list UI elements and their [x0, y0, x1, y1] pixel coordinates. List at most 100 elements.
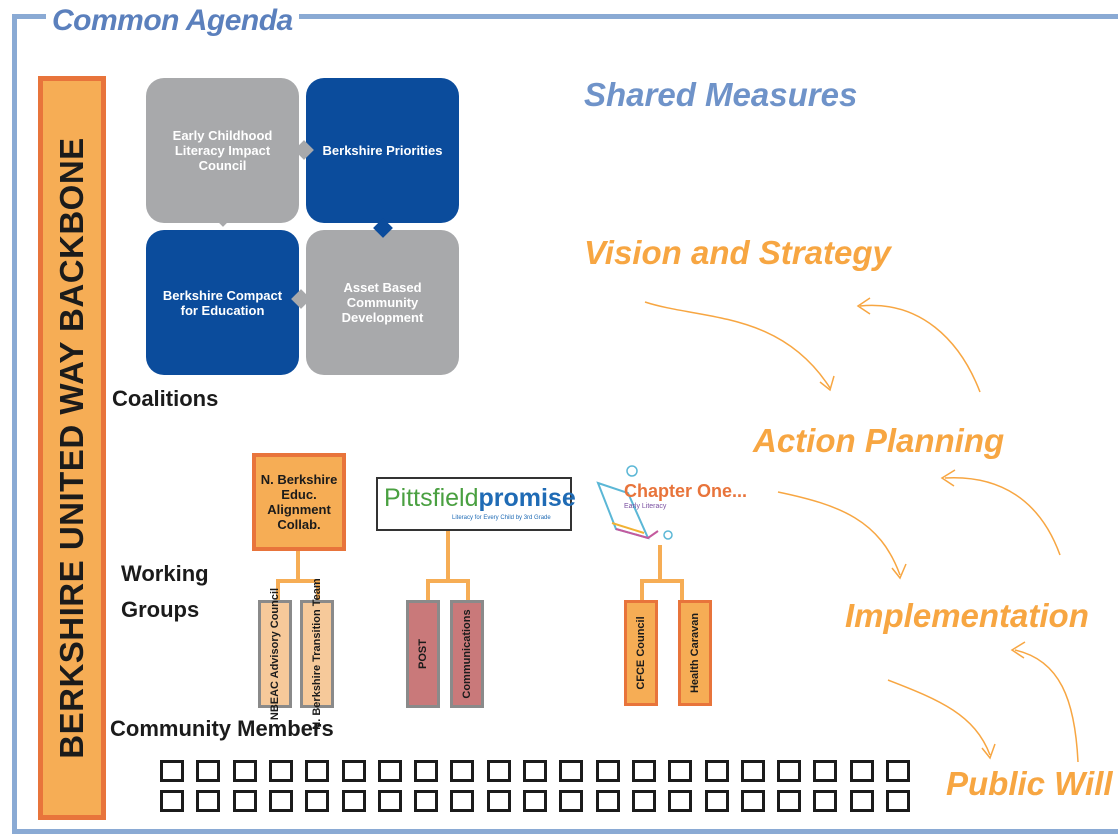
pittsfield-logo-part1: Pittsfield — [384, 484, 479, 512]
connector — [426, 579, 470, 583]
community-member-square — [631, 760, 656, 782]
tile-berkshire-priorities: Berkshire Priorities — [306, 78, 459, 223]
connector — [276, 579, 280, 601]
pittsfield-promise-logo: Pittsfieldpromise Literacy for Every Chi… — [376, 477, 576, 531]
connector — [466, 579, 470, 601]
communications-label: Communications — [461, 609, 473, 699]
arrow-implementation-to-action — [944, 477, 1061, 556]
community-member-square — [268, 790, 293, 812]
community-member-square — [849, 790, 874, 812]
nbeac-advisory-label: NBEAC Advisory Council — [269, 587, 281, 721]
community-member-square — [849, 760, 874, 782]
tile-early-childhood: Early Childhood Literacy Impact Council — [146, 78, 299, 223]
arrow-publicwill-to-implementation — [1014, 649, 1079, 763]
community-member-square — [450, 760, 475, 782]
nbeac-box: N. Berkshire Educ. Alignment Collab. — [252, 453, 346, 551]
connector — [446, 531, 450, 581]
backbone-bar: BERKSHIRE UNITED WAY BACKBONE — [38, 76, 106, 820]
pittsfield-logo-part2: promise — [478, 484, 576, 512]
community-member-square — [305, 760, 330, 782]
cfce-council-box: CFCE Council — [624, 600, 658, 706]
tile-asset-based: Asset Based Community Development — [306, 230, 459, 375]
community-member-square — [631, 790, 656, 812]
connector — [296, 551, 300, 581]
chapter-one-subtext: Early Literacy — [624, 503, 667, 510]
connector — [640, 579, 684, 583]
tile-compact-education: Berkshire Compact for Education — [146, 230, 299, 375]
community-member-square — [523, 790, 547, 812]
community-member-square — [486, 790, 511, 812]
chapter-one-logo: Chapter One... Early Literacy — [588, 463, 758, 545]
arrow-implementation-to-publicwill — [887, 679, 991, 756]
community-member-square — [886, 760, 910, 782]
working-groups-heading-line1: Working — [121, 561, 209, 586]
community-member-square — [559, 760, 584, 782]
arrow-action-to-implementation — [777, 491, 901, 576]
community-member-square — [160, 760, 184, 782]
communications-box: Communications — [450, 600, 484, 708]
coalitions-heading: Coalitions — [112, 386, 219, 411]
health-caravan-box: Health Caravan — [678, 600, 712, 706]
community-member-square — [704, 760, 729, 782]
shared-measures-label: Shared Measures — [584, 76, 858, 113]
stage-vision-strategy: Vision and Strategy — [584, 234, 891, 271]
community-member-square — [341, 760, 366, 782]
stage-public-will: Public Will — [946, 765, 1113, 802]
health-caravan-label: Health Caravan — [689, 612, 701, 694]
cfce-council-label: CFCE Council — [635, 616, 647, 690]
connector — [276, 579, 320, 583]
tile-early-childhood-label: Early Childhood Literacy Impact Council — [172, 128, 273, 173]
post-label: POST — [417, 639, 429, 669]
connector — [658, 545, 662, 581]
community-member-square — [704, 790, 729, 812]
nbeac-advisory-box: NBEAC Advisory Council — [258, 588, 292, 720]
community-members-heading: Community Members — [110, 716, 334, 741]
nbeac-title: N. Berkshire Educ. Alignment Collab. — [260, 472, 338, 532]
arrow-action-to-vision — [859, 304, 981, 393]
community-member-square — [523, 760, 547, 782]
community-member-square — [414, 790, 439, 812]
community-member-square — [377, 790, 402, 812]
community-member-square — [414, 760, 439, 782]
pittsfield-tagline: Literacy for Every Child by 3rd Grade — [452, 515, 551, 521]
community-member-square — [668, 790, 693, 812]
community-member-square — [486, 760, 511, 782]
tile-berkshire-priorities-label: Berkshire Priorities — [322, 143, 443, 158]
community-member-square — [305, 790, 330, 812]
transition-team-box: N. Berkshire Transition Team — [300, 578, 334, 730]
community-member-square — [886, 790, 910, 812]
connector — [640, 579, 644, 601]
chapter-one-book-icon — [596, 465, 673, 540]
community-member-square — [777, 760, 802, 782]
pittsfield-logo-text: Pittsfieldpromise — [384, 484, 576, 513]
stage-implementation: Implementation — [845, 597, 1089, 634]
community-member-square — [232, 790, 257, 812]
community-member-square — [377, 760, 402, 782]
tile-compact-education-label: Berkshire Compact for Education — [162, 287, 283, 318]
community-member-square — [595, 760, 620, 782]
community-member-square — [777, 790, 802, 812]
community-member-square — [740, 760, 765, 782]
community-member-square — [813, 790, 838, 812]
tile-asset-based-label: Asset Based Community Development — [341, 280, 424, 325]
community-member-square — [341, 790, 366, 812]
connector — [680, 579, 684, 601]
community-member-square — [196, 760, 221, 782]
community-member-square — [160, 790, 184, 812]
arrow-vision-to-action — [644, 301, 831, 389]
community-member-square — [813, 760, 838, 782]
community-member-square — [668, 760, 693, 782]
common-agenda-title: Common Agenda — [46, 4, 299, 38]
chapter-one-title: Chapter One... — [624, 481, 748, 501]
community-member-square — [196, 790, 221, 812]
stage-action-planning: Action Planning — [753, 422, 1005, 459]
post-box: POST — [406, 600, 440, 708]
community-member-square — [595, 790, 620, 812]
working-groups-heading-line2: Groups — [121, 597, 200, 622]
community-member-square — [740, 790, 765, 812]
community-member-square — [232, 760, 257, 782]
connector — [316, 579, 320, 601]
community-member-square — [559, 790, 584, 812]
connector — [426, 579, 430, 601]
